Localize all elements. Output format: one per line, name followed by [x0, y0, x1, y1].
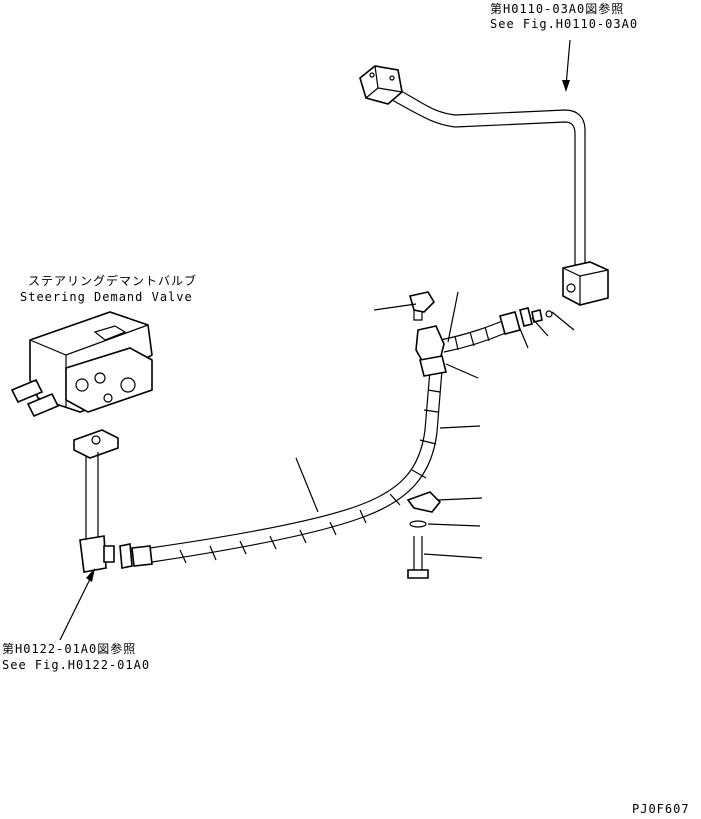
bolt-shank [413, 536, 423, 570]
washer [409, 520, 427, 528]
elbow-fitting [79, 535, 107, 573]
bottom-ref-leader [59, 574, 93, 641]
callout-leaders [295, 291, 575, 559]
bottom-ref-en-label: See Fig.H0122-01A0 [2, 658, 151, 672]
top-pipe-assembly [359, 65, 609, 306]
tee-fitting [408, 291, 447, 377]
bottom-ref-jp-label: 第H0122-01A0図参照 [2, 642, 137, 656]
upper-hose [439, 307, 553, 353]
steering-demand-valve [10, 311, 153, 418]
clamp-assembly [406, 491, 442, 579]
bracket-top [408, 291, 436, 313]
hose-clamp [406, 491, 442, 513]
valve-jp-label: ステアリングデマントバルブ [28, 274, 198, 288]
drawing-code: PJ0F607 [632, 802, 690, 816]
top-ref-jp-label: 第H0110-03A0図参照 [490, 2, 625, 16]
pipe-block [562, 261, 609, 306]
valve-en-label: Steering Demand Valve [20, 290, 193, 304]
top-ref-leader [565, 39, 571, 87]
top-ref-en-label: See Fig.H0110-03A0 [490, 17, 639, 31]
main-hose [119, 369, 443, 569]
bolt-head [407, 569, 429, 579]
valve-lower-fitting [73, 429, 119, 573]
